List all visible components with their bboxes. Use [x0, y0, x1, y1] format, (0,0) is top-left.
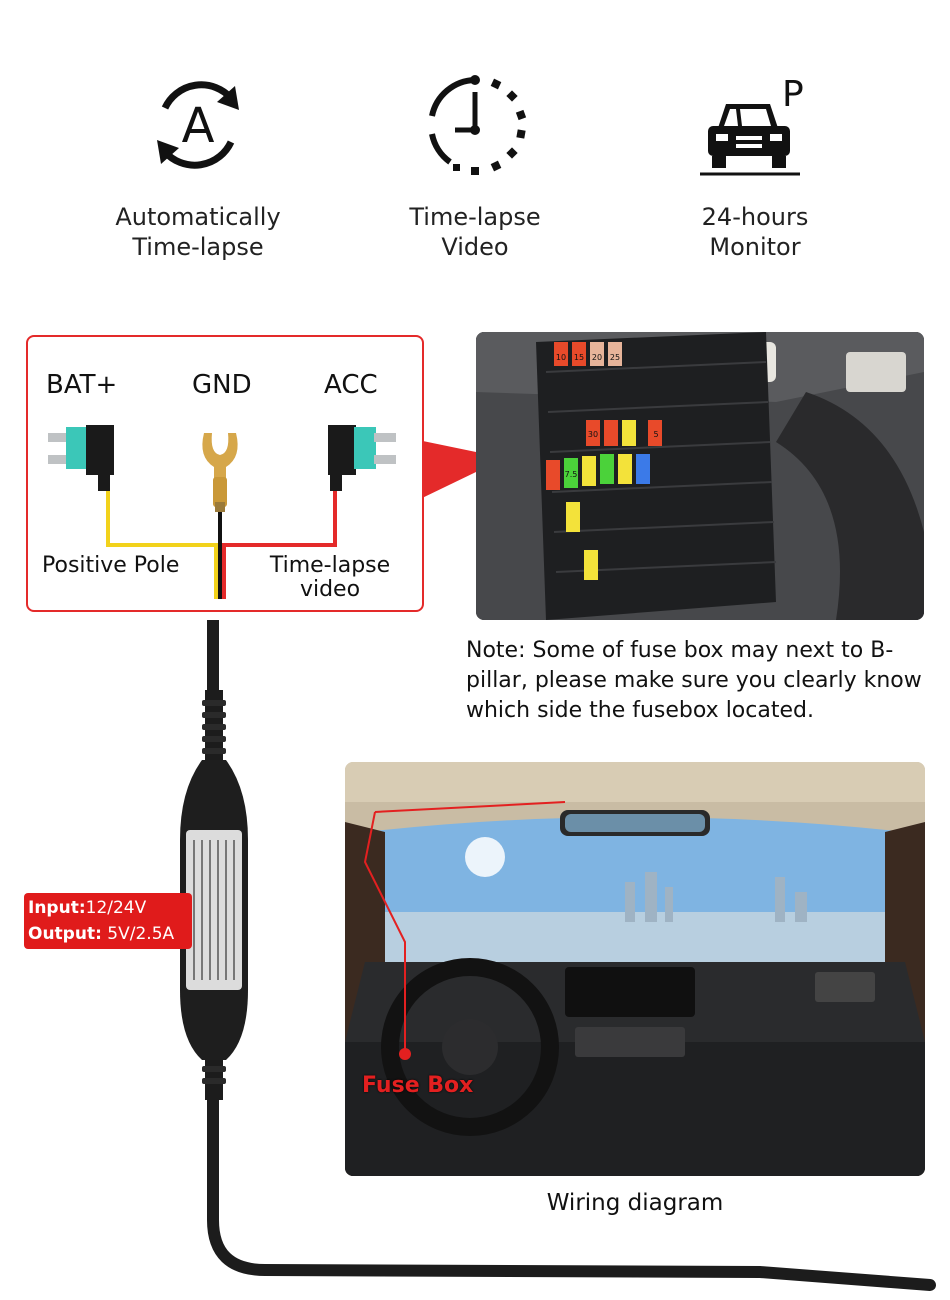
fuse-row-2 — [586, 420, 662, 446]
parked-car-icon: P — [700, 74, 804, 176]
fuse-route-line — [363, 811, 406, 1052]
fuse-value-label: 5 — [653, 430, 658, 439]
car-interior-illustration — [345, 762, 925, 1176]
clock-icon — [429, 75, 527, 175]
fuse-value-label: 20 — [592, 353, 602, 362]
cable — [207, 1084, 936, 1291]
feature-label-line2: Monitor — [709, 233, 801, 261]
fuse-box-photo: 10 15 20 25 30 5 7.5 — [476, 332, 924, 620]
feature-label-line2: Video — [441, 233, 509, 261]
feature-label-line1: 24-hours — [701, 203, 809, 231]
ring-terminal-icon — [202, 433, 238, 512]
timelapse-line2: video — [299, 577, 361, 602]
feature-label-line1: Time-lapse — [409, 203, 541, 231]
feature-label-line1: Automatically — [115, 203, 281, 231]
feature-24h-monitor: P 24-hours Monitor — [645, 70, 865, 262]
svg-text:A: A — [182, 98, 215, 154]
yellow-wire — [106, 487, 218, 599]
fuse-box-note: Note: Some of fuse box may next to B-pil… — [466, 638, 922, 723]
feature-label-line2: Time-lapse — [132, 233, 264, 261]
feature-timelapse-video: Time-lapse Video — [365, 70, 585, 262]
fuse-box-label: Fuse Box — [362, 1073, 474, 1098]
timelapse-video-label: Time-lapse video — [260, 554, 400, 602]
terminal-gnd-label: GND — [192, 370, 252, 400]
fuse-row-3 — [546, 454, 650, 490]
fuse-value-label: 15 — [574, 353, 584, 362]
terminal-acc-label: ACC — [324, 370, 378, 400]
feature-auto-timelapse: A Automatically Time-lapse — [88, 70, 308, 262]
input-label: Input: — [28, 898, 86, 918]
timelapse-line1: Time-lapse — [269, 553, 391, 578]
red-wire — [222, 487, 337, 599]
fuse-value-label: 7.5 — [565, 470, 578, 479]
fuse-row-1 — [554, 342, 622, 366]
specs-badge: Input:12/24V Output: 5V/2.5A — [24, 893, 192, 949]
wiring-graphics — [48, 425, 396, 599]
fuse-tap-bat-icon — [48, 425, 114, 491]
positive-pole-label: Positive Pole — [42, 553, 180, 578]
fuse-value-label: 25 — [610, 353, 620, 362]
converter-box-icon — [180, 690, 248, 1100]
input-value: 12/24V — [85, 898, 147, 918]
fuse-value-label: 30 — [588, 430, 598, 439]
fuse-value-label: 10 — [556, 353, 566, 362]
fuse-box-illustration: 10 15 20 25 30 5 7.5 — [476, 332, 924, 620]
svg-text:P: P — [782, 74, 804, 115]
output-label: Output: — [28, 924, 102, 944]
wiring-diagram-caption: Wiring diagram — [546, 1190, 724, 1216]
fuse-tap-acc-icon — [328, 425, 396, 491]
car-interior-photo — [345, 762, 925, 1176]
fuse-box-marker — [399, 1048, 411, 1060]
auto-timelapse-icon: A — [157, 81, 239, 169]
terminal-bat-label: BAT+ — [46, 370, 118, 400]
wiring-box: BAT+ GND ACC Positive Pole — [26, 335, 424, 612]
output-value: 5V/2.5A — [107, 924, 175, 944]
